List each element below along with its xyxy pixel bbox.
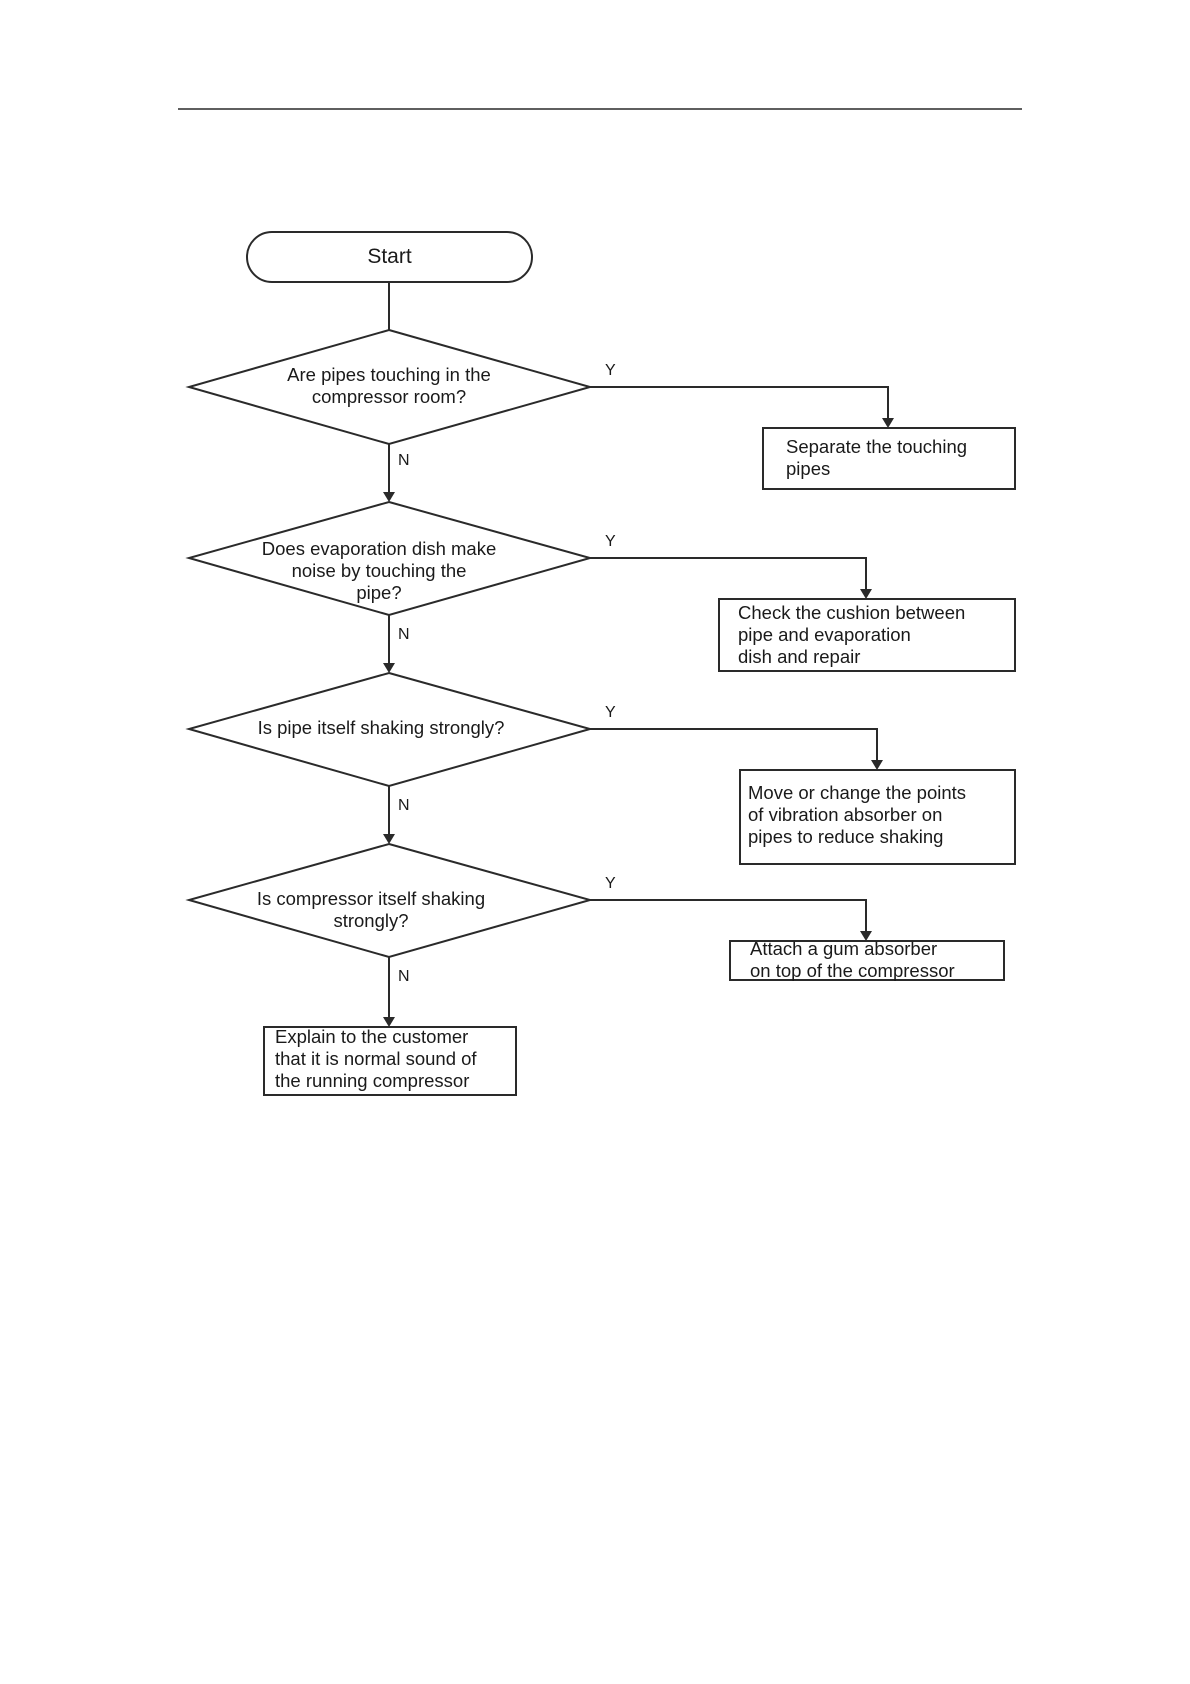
decision-3-label: Is pipe itself shaking strongly? bbox=[257, 717, 505, 738]
no-label-1: N bbox=[398, 452, 410, 469]
connector-d4-a4 bbox=[590, 899, 867, 933]
arrowhead-d3-d4 bbox=[383, 834, 395, 844]
action-3-label: Move or change the points of vibration a… bbox=[748, 782, 967, 847]
action-4-label: Attach a gum absorber on top of the comp… bbox=[750, 938, 955, 981]
action-2-label: Check the cushion between pipe and evapo… bbox=[738, 602, 966, 667]
action-1-label: Separate the touching pipes bbox=[786, 436, 968, 479]
no-label-2: N bbox=[398, 626, 410, 643]
arrowhead-d2-d3 bbox=[383, 663, 395, 673]
arrowhead-d1-d2 bbox=[383, 492, 395, 502]
arrowhead-d3-a3 bbox=[871, 760, 883, 770]
connector-d1-a1 bbox=[590, 386, 889, 420]
decision-2-label: Does evaporation dish make noise by touc… bbox=[261, 538, 497, 603]
connector-d3-a3 bbox=[590, 728, 878, 762]
action-3-box bbox=[739, 769, 1016, 865]
arrowhead-d2-a2 bbox=[860, 589, 872, 599]
connector-d2-a2 bbox=[590, 557, 867, 591]
arrowhead-d4-final bbox=[383, 1017, 395, 1027]
yes-label-1: Y bbox=[605, 362, 616, 379]
final-box bbox=[263, 1026, 517, 1096]
start-label: Start bbox=[367, 245, 412, 268]
final-label: Explain to the customer that it is norma… bbox=[275, 1026, 477, 1091]
no-label-3: N bbox=[398, 797, 410, 814]
no-label-4: N bbox=[398, 968, 410, 985]
yes-label-4: Y bbox=[605, 875, 616, 892]
decision-4-label: Is compressor itself shaking strongly? bbox=[256, 888, 486, 931]
yes-label-2: Y bbox=[605, 533, 616, 550]
action-1-box bbox=[762, 427, 1016, 490]
arrowhead-d1-a1 bbox=[882, 418, 894, 428]
yes-label-3: Y bbox=[605, 704, 616, 721]
action-2-box bbox=[718, 598, 1016, 672]
decision-1-label: Are pipes touching in the compressor roo… bbox=[287, 364, 491, 407]
arrowhead-d4-a4 bbox=[860, 931, 872, 941]
action-4-box bbox=[729, 940, 1005, 981]
